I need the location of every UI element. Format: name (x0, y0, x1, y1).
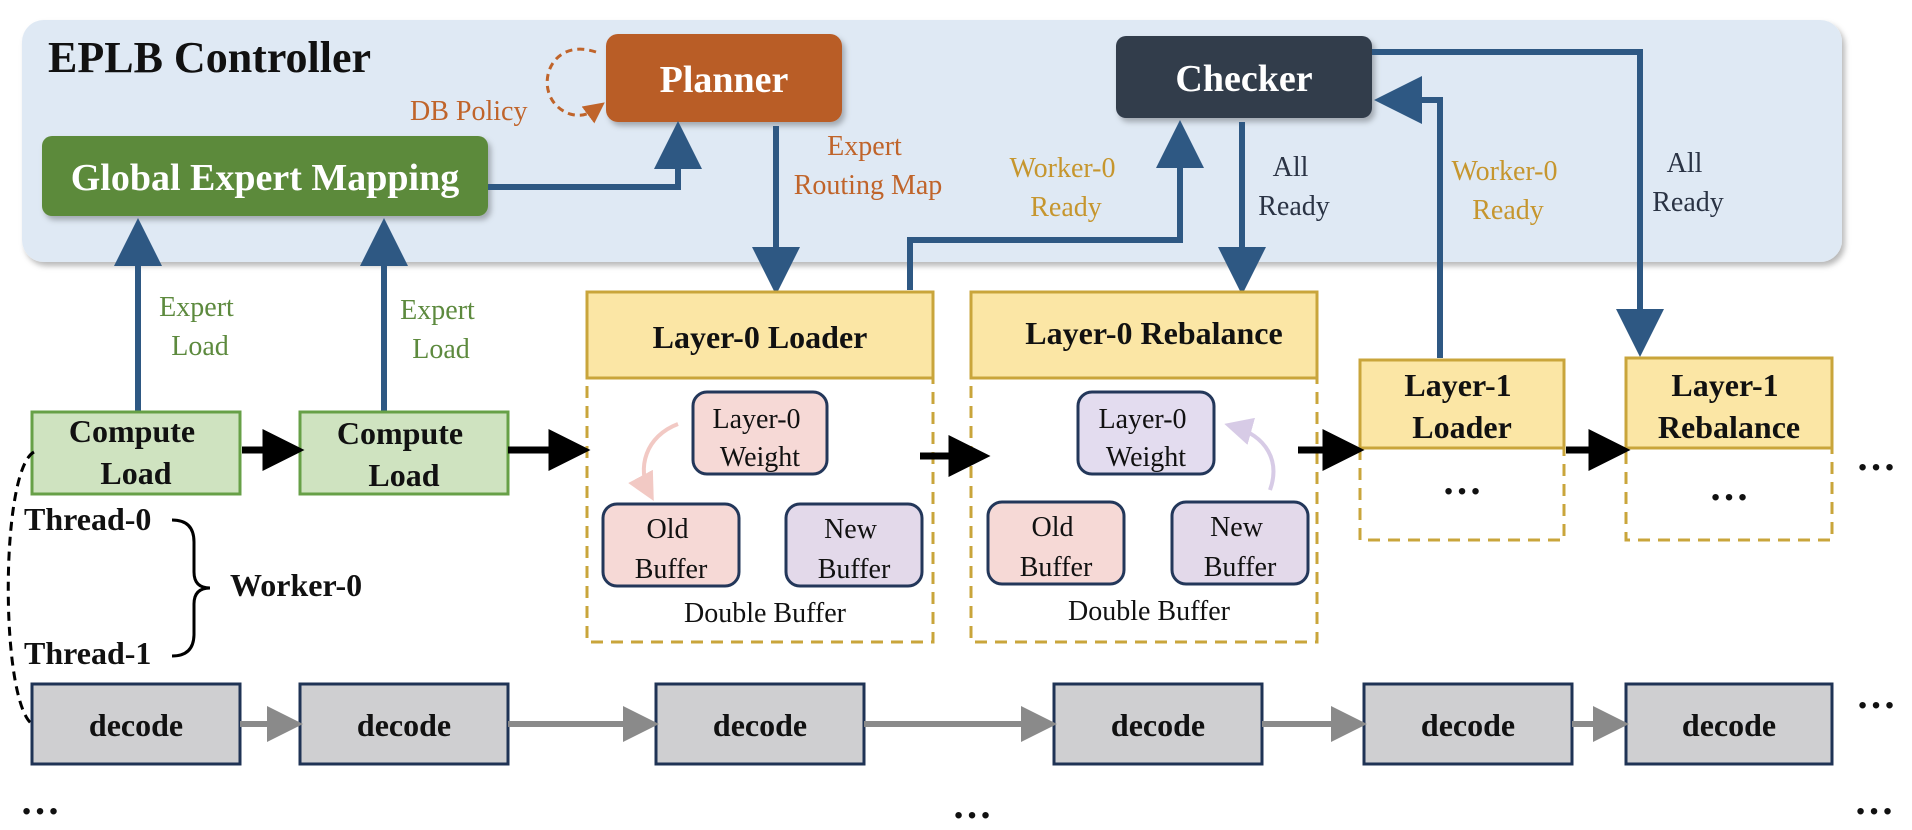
compute-load-label-1: Compute Load (69, 413, 203, 491)
layer1-loader-header (1358, 358, 1566, 450)
decode-label-6: decode (1682, 707, 1776, 743)
layer0-rebalance-dashed-area (969, 376, 1319, 644)
layer1-loader-ellipsis: … (1442, 458, 1482, 503)
planner-box (606, 34, 842, 122)
new-buffer-label-loader: New Buffer (818, 514, 891, 585)
decode-label-3: decode (713, 707, 807, 743)
decode-label-4: decode (1111, 707, 1205, 743)
old-buffer-box-loader (601, 502, 741, 588)
layer1-loader-label: Layer-1 Loader (1404, 367, 1519, 445)
layer1-rebalance-label: Layer-1 Rebalance (1658, 367, 1800, 445)
layer0-weight-label-loader: Layer-0 Weight (712, 404, 807, 473)
decode-box-6 (1624, 682, 1834, 766)
arrow-layer1-loader-to-checker (1374, 76, 1443, 358)
decode-label-2: decode (357, 707, 451, 743)
layer0-weight-box-loader (691, 390, 829, 476)
compute-load-label-2: Compute Load (337, 415, 471, 493)
arrow-loader-to-checker (907, 120, 1204, 290)
layer0-rebalance-header (969, 290, 1319, 380)
bottom-ellipsis-left: … (20, 778, 60, 823)
layer0-weight-box-rebalance (1076, 390, 1216, 476)
double-buffer-label-rebalance: Double Buffer (1068, 596, 1231, 627)
decode-label-1: decode (89, 707, 183, 743)
new-buffer-box-rebalance (1170, 500, 1310, 586)
global-expert-mapping-box (42, 136, 488, 216)
thread1-label: Thread-1 (24, 635, 151, 671)
all-ready-label-2: All Ready (1652, 148, 1724, 218)
decode-box-3 (654, 682, 866, 766)
db-policy-label: DB Policy (410, 96, 527, 127)
pipeline-ellipsis: … (1856, 434, 1896, 479)
decode-box-5 (1362, 682, 1574, 766)
db-policy-loop-arrow (545, 47, 605, 124)
arrow-mapping-to-planner (488, 121, 702, 190)
worker0-label: Worker-0 (230, 567, 362, 603)
double-buffer-label-loader: Double Buffer (684, 598, 847, 629)
worker0-ready-label-2: Worker-0 Ready (1451, 156, 1564, 226)
worker-brace (171, 518, 211, 658)
compute-load-box-2 (298, 410, 510, 496)
decode-label-5: decode (1421, 707, 1515, 743)
bottom-ellipsis-right: … (1854, 778, 1894, 823)
expert-load-label-2: Expert Load (400, 295, 482, 365)
checker-box (1116, 36, 1372, 118)
bottom-ellipsis-middle: … (952, 782, 992, 827)
thread0-label: Thread-0 (24, 501, 151, 537)
expert-routing-map-label: Expert Routing Map (794, 131, 943, 201)
expert-load-label-1: Expert Load (159, 292, 241, 362)
new-buffer-to-weight-arrow (1224, 417, 1276, 491)
layer0-loader-label: Layer-0 Loader (653, 319, 868, 355)
decode-box-1 (30, 682, 242, 766)
thread-link-dashed (6, 450, 35, 726)
weight-to-old-buffer-arrow (628, 422, 679, 502)
new-buffer-label-rebalance: New Buffer (1204, 512, 1277, 583)
layer1-rebalance-ellipsis: … (1709, 464, 1749, 509)
layer0-rebalance-label: Layer-0 Rebalance (1025, 315, 1282, 351)
old-buffer-label-loader: Old Buffer (635, 514, 708, 585)
new-buffer-box-loader (784, 502, 924, 588)
old-buffer-box-rebalance (986, 500, 1126, 586)
planner-label: Planner (660, 59, 789, 101)
controller-title: EPLB Controller (48, 33, 371, 82)
old-buffer-label-rebalance: Old Buffer (1020, 512, 1093, 583)
worker0-ready-label-1: Worker-0 Ready (1009, 153, 1122, 223)
all-ready-label-1: All Ready (1258, 152, 1330, 222)
arrow-checker-to-layer1-rebalance (1372, 49, 1664, 357)
layer0-loader-dashed-area (585, 376, 935, 644)
layer1-rebalance-header (1624, 356, 1834, 450)
layer0-weight-label-rebalance: Layer-0 Weight (1098, 404, 1193, 473)
checker-label: Checker (1175, 58, 1312, 100)
compute-load-box-1 (30, 410, 242, 496)
global-expert-mapping-label: Global Expert Mapping (71, 157, 460, 199)
layer0-loader-header (585, 290, 935, 380)
decode-ellipsis-right: … (1856, 672, 1896, 717)
